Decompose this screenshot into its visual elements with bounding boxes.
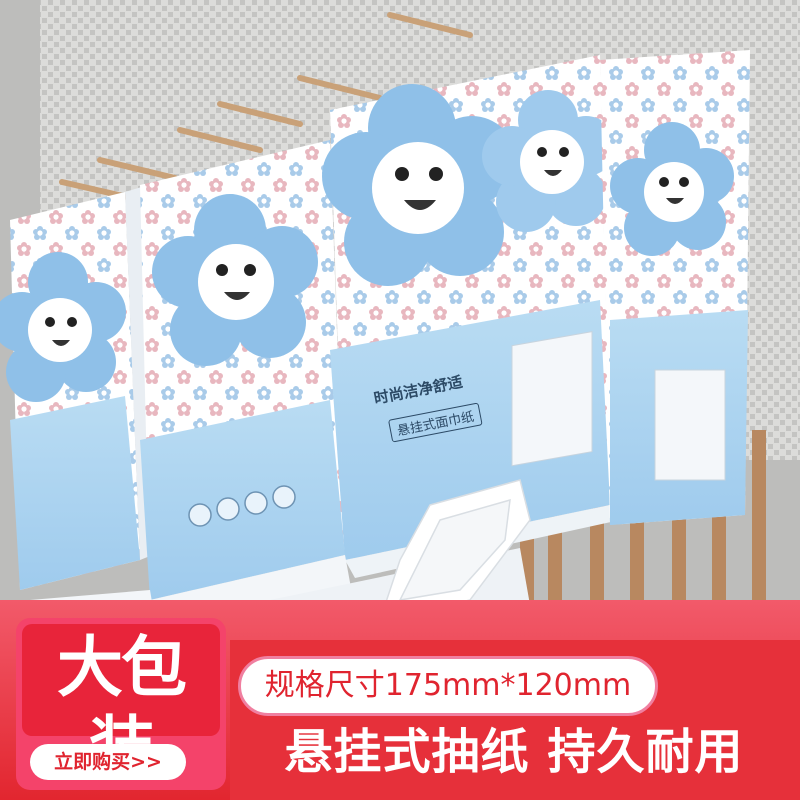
tissue-box-1 xyxy=(0,186,160,590)
slogan-left: 悬挂式抽纸 xyxy=(284,724,530,780)
buy-now-button[interactable]: 立即购买>> xyxy=(30,744,186,780)
slogan: 悬挂式抽纸持久耐用 xyxy=(228,716,800,788)
tissue-box-4 xyxy=(600,50,750,525)
size-spec-label: 规格尺寸175mm*120mm xyxy=(238,656,658,716)
flower-mascot-3b xyxy=(482,90,616,232)
slogan-right: 持久耐用 xyxy=(547,724,744,780)
flower-mascot-4 xyxy=(610,122,734,256)
flower-mascot-3 xyxy=(322,84,516,286)
flower-mascot-1 xyxy=(0,252,126,402)
flower-mascot-2 xyxy=(152,194,318,366)
tissue-box-2 xyxy=(140,140,345,600)
